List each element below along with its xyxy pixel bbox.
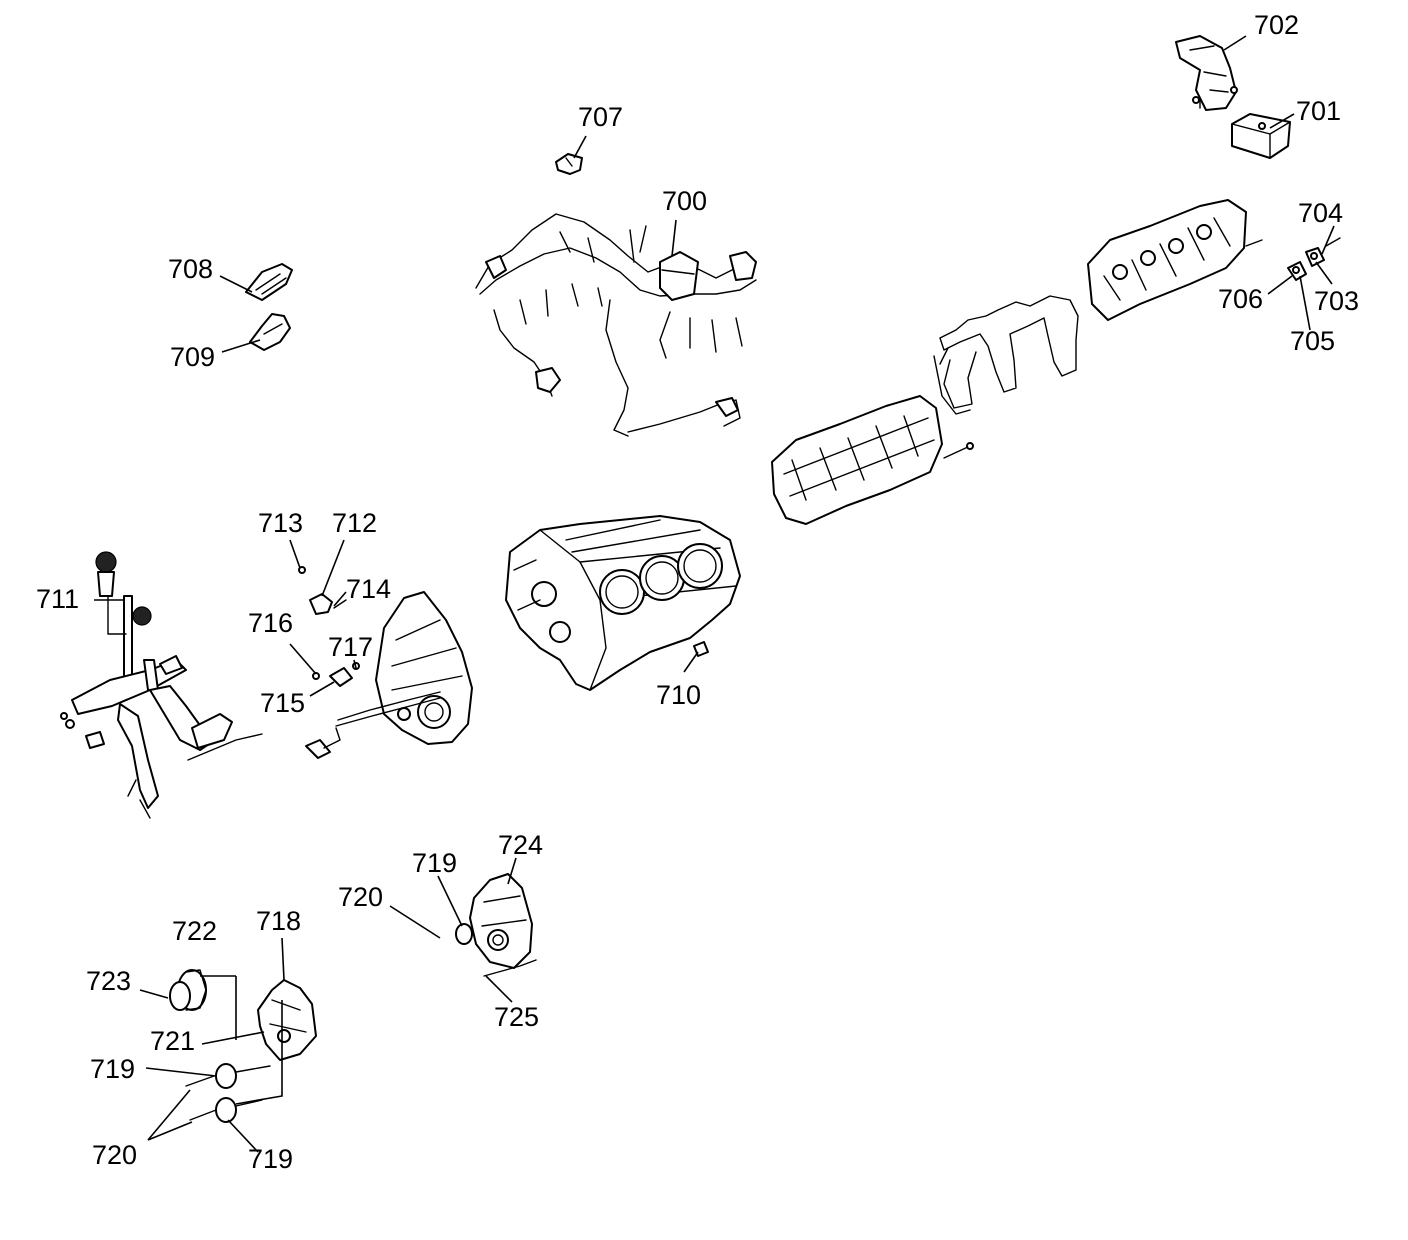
part-engine-block [505, 515, 741, 691]
part-709-bracket [249, 313, 291, 351]
part-703-706-hardware [1287, 237, 1341, 281]
callout-708: 708 [168, 254, 213, 284]
callout-719-a: 719 [90, 1054, 135, 1084]
callout-725: 725 [494, 1002, 539, 1032]
part-718-bracket [257, 979, 317, 1061]
callout-717: 717 [328, 632, 373, 662]
part-intake-cover [1087, 199, 1263, 321]
part-702-bracket [1175, 35, 1238, 111]
part-700-wiring-harness [475, 213, 757, 437]
callout-719-b: 719 [248, 1144, 293, 1174]
part-715-717-hardware [305, 662, 441, 759]
part-725-bolt [483, 959, 537, 977]
callout-720-a: 720 [92, 1140, 137, 1170]
part-719-pulley [215, 1063, 271, 1123]
part-719-pulley-mid [455, 923, 473, 945]
callout-722: 722 [172, 916, 217, 946]
callout-721: 721 [150, 1026, 195, 1056]
callout-709: 709 [170, 342, 215, 372]
part-720-bolt [185, 1075, 217, 1121]
callout-716: 716 [248, 608, 293, 638]
callout-700: 700 [662, 186, 707, 216]
part-712-sensor [298, 566, 347, 615]
callout-724: 724 [498, 830, 543, 860]
callout-705: 705 [1290, 326, 1335, 356]
callout-710: 710 [656, 680, 701, 710]
callout-714: 714 [346, 574, 391, 604]
part-722-idler [169, 969, 207, 1011]
part-front-cover [375, 591, 473, 745]
callout-707: 707 [578, 102, 623, 132]
callout-703: 703 [1314, 286, 1359, 316]
callout-712: 712 [332, 508, 377, 538]
part-707-sensor [555, 153, 583, 175]
part-711-oil-pump [60, 551, 263, 819]
callout-715: 715 [260, 688, 305, 718]
part-708-connector [245, 263, 293, 301]
callout-701: 701 [1296, 96, 1341, 126]
callout-702: 702 [1254, 10, 1299, 40]
callout-704: 704 [1298, 198, 1343, 228]
callout-723: 723 [86, 966, 131, 996]
callout-711: 711 [36, 584, 79, 614]
callout-720-b: 720 [338, 882, 383, 912]
part-724-bracket [469, 873, 533, 969]
part-valley-gasket [933, 295, 1079, 415]
callout-713: 713 [258, 508, 303, 538]
callout-706: 706 [1218, 284, 1263, 314]
leader-lines [94, 35, 1335, 1153]
part-lifter-valley [771, 395, 974, 525]
callout-718: 718 [256, 906, 301, 936]
callout-719-c: 719 [412, 848, 457, 878]
